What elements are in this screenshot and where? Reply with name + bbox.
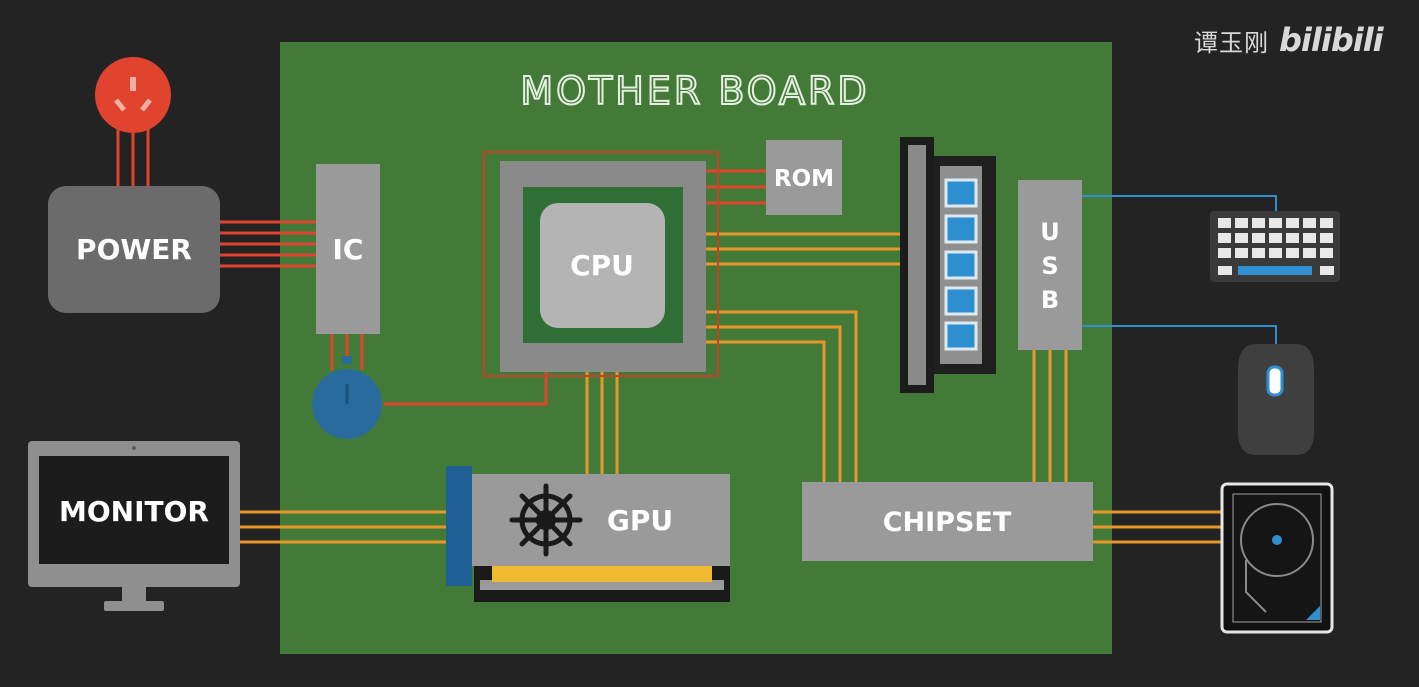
svg-text:B: B	[1041, 286, 1059, 314]
ic-label: IC	[333, 233, 364, 266]
ram-module	[934, 156, 996, 374]
ic-to-clock-wires	[330, 334, 548, 406]
svg-text:S: S	[1041, 252, 1058, 280]
keyboard-key	[1286, 248, 1299, 258]
keyboard-key	[1320, 218, 1333, 228]
gpu-label: GPU	[607, 504, 673, 537]
chipset-to-disk-bus	[1093, 510, 1222, 544]
chipset-label: CHIPSET	[883, 507, 1012, 538]
chipset	[802, 482, 1093, 561]
cpu-to-chipset-bus	[706, 310, 858, 482]
keyboard-key	[1235, 233, 1248, 243]
board-title: MOTHER BOARD	[520, 69, 869, 113]
ship-wheel-fan-icon	[509, 483, 583, 557]
svg-text:U: U	[1040, 218, 1060, 246]
keyboard-key	[1252, 218, 1265, 228]
ram-slot	[900, 137, 934, 393]
cpu-label: CPU	[570, 249, 634, 282]
keyboard-key	[1269, 233, 1282, 243]
keyboard-key	[1320, 266, 1334, 275]
cpu-to-rom-wires	[706, 169, 766, 205]
keyboard-key	[1286, 233, 1299, 243]
keyboard-key	[1252, 248, 1265, 258]
keyboard-key	[1235, 248, 1248, 258]
usb-to-chipset-bus	[1032, 350, 1068, 482]
power-plug-icon	[95, 57, 171, 133]
keyboard-icon	[1210, 211, 1340, 282]
rom-label: ROM	[774, 166, 834, 192]
watermark-author: 谭玉刚	[1194, 28, 1269, 57]
usb-device-wires	[1082, 195, 1277, 344]
gpu-card	[446, 466, 730, 602]
keyboard-key	[1303, 248, 1316, 258]
power-to-ic-wires	[220, 220, 316, 268]
keyboard-key	[1218, 218, 1231, 228]
cpu-to-gpu-bus	[585, 372, 619, 474]
usb-label: U S B	[1040, 218, 1060, 314]
keyboard-key	[1303, 218, 1316, 228]
keyboard-key	[1320, 233, 1333, 243]
cpu-package	[483, 151, 719, 377]
keyboard-key	[1320, 248, 1333, 258]
clock-icon	[312, 356, 382, 439]
keyboard-key	[1269, 218, 1282, 228]
bilibili-logo: bilibili	[1279, 21, 1384, 59]
keyboard-key	[1286, 218, 1299, 228]
monitor-to-gpu-bus	[240, 510, 448, 544]
ic-chip	[316, 164, 380, 334]
mouse-icon	[1238, 344, 1314, 455]
keyboard-key	[1235, 218, 1248, 228]
monitor-icon	[28, 441, 240, 611]
rom-chip	[766, 140, 842, 215]
keyboard-key	[1252, 233, 1265, 243]
power-label: POWER	[76, 233, 192, 266]
cpu-to-ram-bus	[706, 232, 902, 266]
keyboard-key	[1218, 266, 1232, 275]
usb-controller	[1018, 180, 1082, 350]
power-supply	[48, 186, 220, 313]
power-plug-wires	[116, 128, 150, 186]
hard-drive-icon	[1220, 482, 1334, 634]
keyboard-key	[1218, 233, 1231, 243]
keyboard-key	[1218, 248, 1231, 258]
monitor-label: MONITOR	[59, 495, 209, 528]
keyboard-key	[1269, 248, 1282, 258]
keyboard-key	[1303, 233, 1316, 243]
watermark: 谭玉刚 bilibili	[1194, 14, 1409, 66]
